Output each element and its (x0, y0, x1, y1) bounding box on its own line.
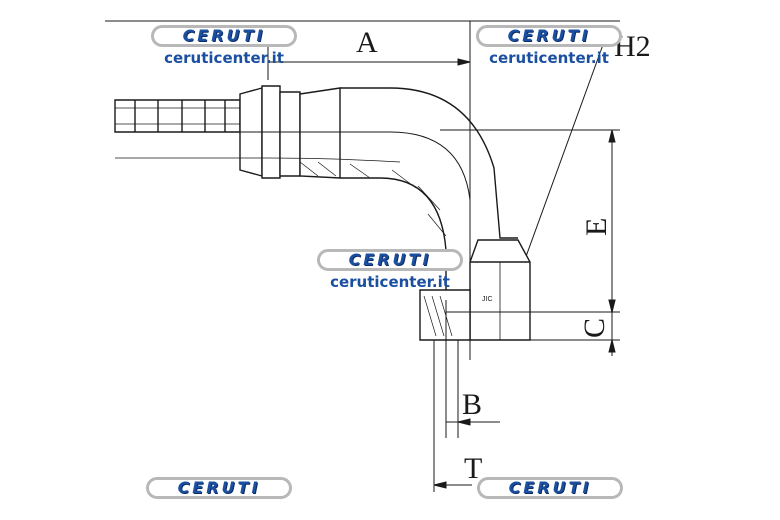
watermark-top-left: CERUTI ceruticenter.it (147, 25, 301, 68)
watermark-center: CERUTI ceruticenter.it (313, 249, 467, 292)
dimension-a-label: A (356, 26, 378, 59)
watermark-brand: CERUTI (151, 25, 297, 47)
watermark-brand: CERUTI (476, 25, 622, 47)
dimension-b-label: B (462, 388, 482, 421)
watermark-brand: CERUTI (146, 477, 292, 499)
dimension-c-label: C (578, 318, 611, 338)
watermark-url: ceruticenter.it (489, 49, 609, 67)
dimension-b (445, 300, 500, 438)
watermark-bottom-left: CERUTI (142, 477, 296, 499)
watermark-brand: CERUTI (477, 477, 623, 499)
watermark-brand: CERUTI (317, 249, 463, 271)
part-marking: JIC (482, 296, 493, 303)
watermark-url: ceruticenter.it (330, 273, 450, 291)
watermark-bottom-right: CERUTI (473, 477, 627, 499)
watermark-top-right: CERUTI ceruticenter.it (472, 25, 626, 68)
dimension-e-label: E (580, 218, 613, 236)
h2-leader (523, 41, 605, 263)
fitting-body (114, 85, 531, 341)
dimension-c (446, 299, 620, 356)
dimension-t-label: T (464, 452, 482, 485)
watermark-url: ceruticenter.it (164, 49, 284, 67)
dimension-t (433, 340, 472, 492)
